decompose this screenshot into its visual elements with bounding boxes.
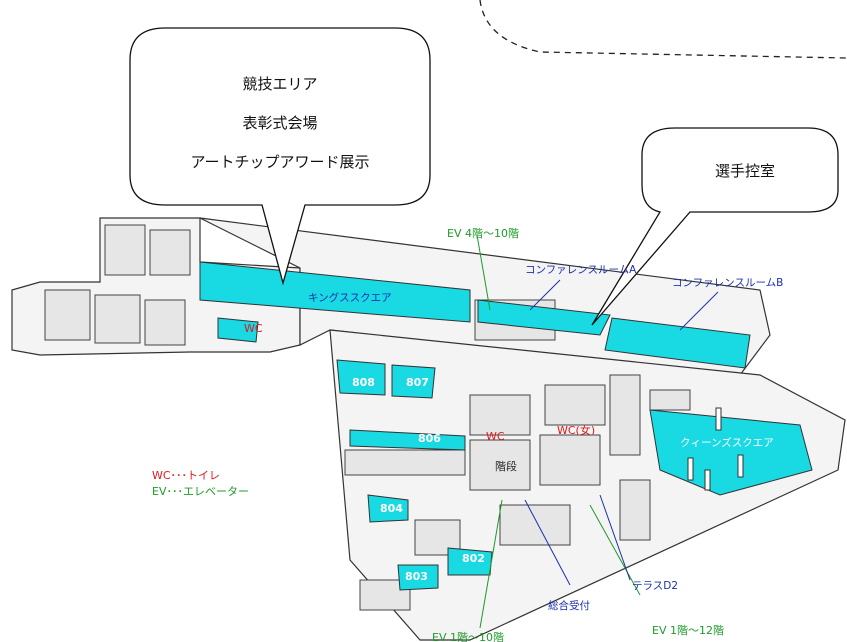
- dashed-callout: [479, 0, 847, 59]
- room-806-area: [349, 429, 466, 451]
- callout-line-art-exhibit: アートチップアワード展示: [190, 153, 370, 171]
- wc-left-area: [217, 317, 259, 343]
- room-803-area: [397, 564, 439, 591]
- players-callout-bubble: [591, 127, 839, 326]
- room-803-label: 803: [405, 570, 428, 583]
- room-807-area: [391, 364, 436, 399]
- room-806-label: 806: [418, 432, 441, 445]
- legend-wc: WC･･･トイレ: [152, 469, 221, 482]
- room-804-label: 804: [380, 502, 403, 515]
- label-conference-a: コンファレンスルームA: [525, 264, 637, 276]
- label-terrace: テラスD2: [632, 580, 679, 592]
- label-reception: 総合受付: [548, 600, 590, 612]
- legend-ev: EV･･･エレベーター: [152, 485, 249, 498]
- label-queens-square: クィーンズスクエア: [680, 437, 774, 449]
- label-conference-b: コンファレンスルームB: [672, 277, 784, 289]
- leader-lines: [476, 234, 719, 629]
- columns: [687, 407, 744, 491]
- conference-a-area: [477, 299, 611, 336]
- callout-line-competition-area: 競技エリア: [242, 75, 318, 93]
- callout-players-room: 選手控室: [714, 162, 775, 180]
- label-ev-4-10: EV 4階～10階: [447, 227, 519, 240]
- room-802-label: 802: [462, 552, 485, 565]
- label-wc-left: WC: [244, 322, 263, 335]
- label-wc-center: WC: [486, 430, 505, 443]
- label-ev-1-12: EV 1階～12階: [652, 624, 724, 637]
- room-802-area: [447, 547, 493, 576]
- label-kings-square: キングススクエア: [308, 292, 392, 304]
- room-804-area: [367, 494, 409, 523]
- callout-line-award-venue: 表彰式会場: [242, 114, 318, 132]
- room-807-label: 807: [406, 376, 429, 389]
- label-ev-1-10: EV 1階～10階: [432, 631, 504, 642]
- label-wc-women: WC(女): [557, 424, 596, 437]
- kings-square-area: [199, 261, 471, 323]
- main-callout-bubble: [129, 27, 431, 286]
- conference-b-area: [604, 317, 751, 369]
- label-stairs: 階段: [495, 460, 517, 473]
- room-808-label: 808: [352, 376, 375, 389]
- inner-walls: [44, 224, 691, 611]
- room-808-area: [336, 359, 386, 396]
